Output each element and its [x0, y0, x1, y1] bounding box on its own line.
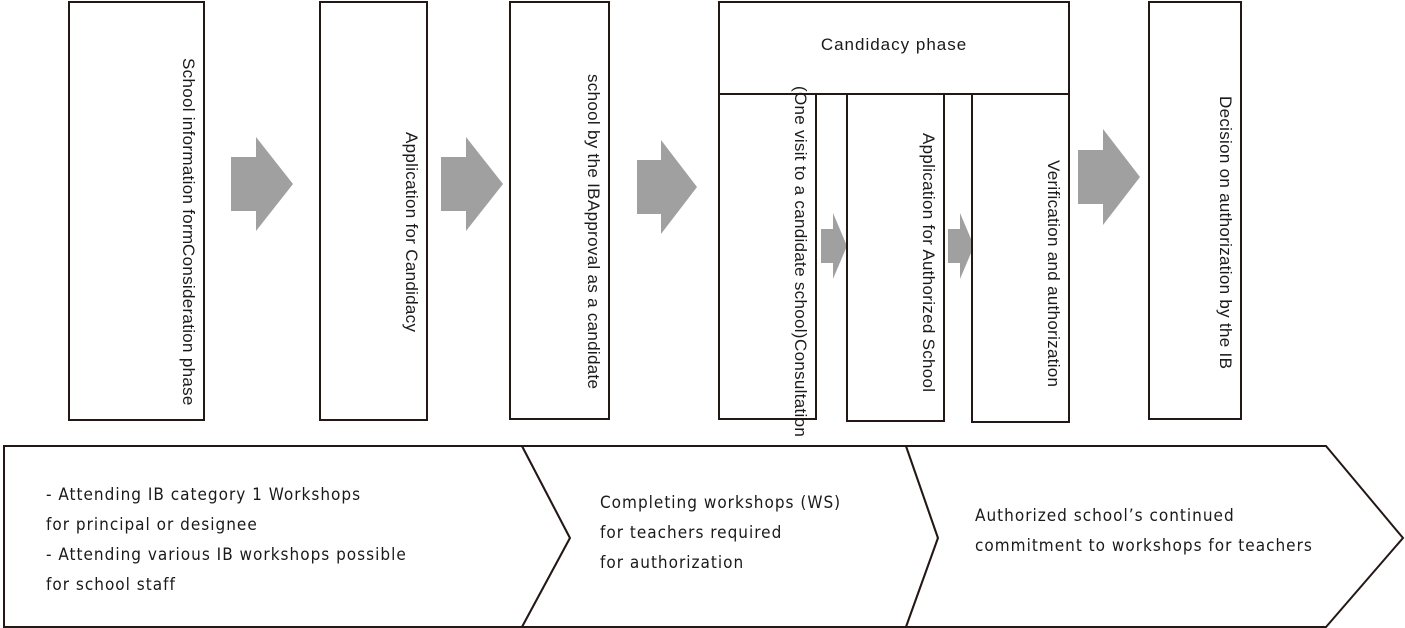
arrow-right-icon — [1078, 129, 1140, 225]
step-application-for-candidacy: Application for Candidacy — [319, 1, 428, 421]
chevron-shape — [904, 445, 1405, 628]
workshop-line: - Attending various IB workshops possibl… — [46, 545, 407, 565]
step-label: school by the IB — [584, 73, 603, 200]
step-decision-on-authorization: Decision on authorization by the IB — [1148, 1, 1242, 420]
step-label: School information form — [179, 57, 198, 245]
workshop-line: commitment to workshops for teachers — [975, 536, 1313, 556]
workshop-stage-2: Completing workshops (WS) for teachers r… — [600, 488, 841, 578]
substep-label: (One visit to a candidate school) — [791, 86, 810, 339]
workshop-line: - Attending IB category 1 Workshops — [46, 485, 362, 505]
arrow-right-icon — [637, 140, 697, 234]
workshop-line: for principal or designee — [46, 515, 258, 535]
substep-verification-and-authorization: Verification and authorization — [971, 93, 1070, 423]
substep-consultation: Consultation (One visit to a candidate s… — [718, 86, 817, 437]
arrow-right-icon — [821, 213, 847, 279]
arrow-right-icon — [231, 137, 293, 231]
substep-application-for-authorized-school: Application for Authorized School — [846, 93, 945, 422]
step-label: Decision on authorization by the IB — [1216, 95, 1235, 370]
substep-label: Consultation — [791, 338, 810, 437]
workshop-stage-3: Authorized school’s continued commitment… — [975, 501, 1313, 561]
candidacy-phase-header: Candidacy phase — [718, 1, 1070, 95]
arrow-right-icon — [441, 137, 503, 231]
workshop-line: for authorization — [600, 553, 745, 573]
step-approval-as-candidate: Approval as a candidate school by the IB — [509, 1, 610, 420]
step-label: Application for Candidacy — [402, 131, 421, 333]
step-consideration-phase: Consideration phase School information f… — [68, 1, 205, 421]
candidacy-phase-title: Candidacy phase — [820, 35, 968, 54]
substep-label: Application for Authorized School — [919, 132, 938, 393]
workshop-chevron-band — [3, 445, 1405, 628]
substep-label: Verification and authorization — [1044, 160, 1063, 388]
arrow-right-icon — [948, 213, 974, 279]
step-label: Consideration phase — [179, 244, 198, 407]
workshop-line: for teachers required — [600, 523, 783, 543]
workshop-line: Authorized school’s continued — [975, 506, 1235, 526]
workshop-line: Completing workshops (WS) — [600, 493, 842, 513]
workshop-line: for school staff — [46, 575, 176, 595]
workshop-stage-1: - Attending IB category 1 Workshops for … — [46, 480, 407, 600]
step-label: Approval as a candidate — [584, 199, 603, 390]
